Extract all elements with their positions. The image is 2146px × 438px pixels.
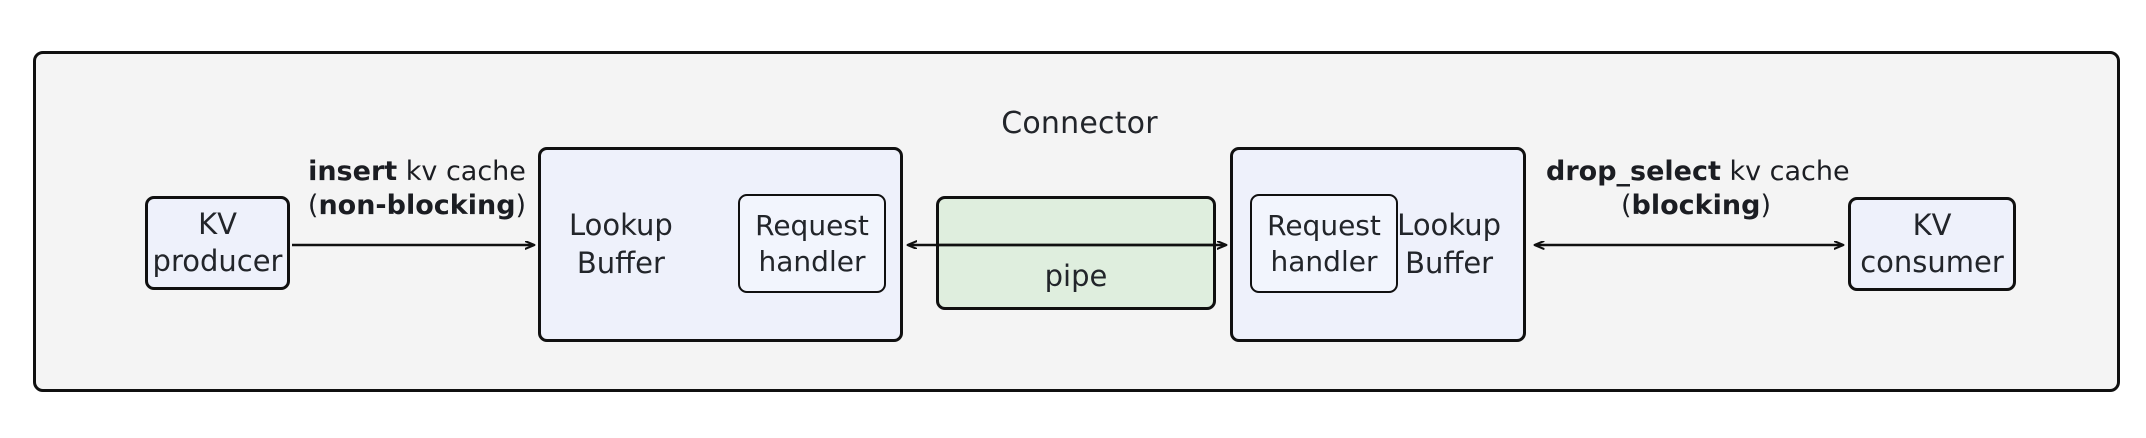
edge-label-drop-select-paren-open: ( [1621,190,1632,222]
edge-label-drop-select-line2: (blocking) [1546,189,1846,223]
edge-label-drop-select-rest: kv cache [1720,156,1850,187]
edge-label-insert-rest: kv cache [397,156,526,187]
edge-label-insert-paren-open: ( [307,190,319,222]
lookup-buffer-left-line2: Buffer [576,245,665,280]
edge-label-drop-select-keyword: drop_select [1546,156,1721,187]
edge-label-drop-select-mode: blocking [1631,190,1761,222]
request-handler-right-line2: handler [1270,244,1378,278]
kv-producer-line2: producer [152,244,283,278]
kv-consumer-line1: KV [1912,207,1952,242]
edge-label-insert-line2: (non-blocking) [297,189,537,223]
kv-consumer-line2: consumer [1860,245,2004,279]
edge-label-drop-select-line1: drop_select kv cache [1546,155,1850,189]
edge-label-insert-keyword: insert [308,156,398,187]
edge-label-drop-select: drop_select kv cache (blocking) [1546,155,1850,223]
edge-label-insert-paren-close: ) [515,190,527,222]
request-handler-left-line2: handler [758,244,866,278]
node-pipe[interactable]: pipe [936,196,1216,310]
lookup-buffer-left-line1: Lookup [569,208,673,243]
edge-label-insert-line1: insert kv cache [297,155,537,189]
node-kv-consumer[interactable]: KV consumer [1848,197,2016,291]
edge-label-insert: insert kv cache (non-blocking) [297,155,537,223]
lookup-buffer-right-line1: Lookup [1397,208,1501,243]
lookup-buffer-right-label: Lookup Buffer [1397,207,1501,281]
lookup-buffer-left-label: Lookup Buffer [569,207,673,281]
node-kv-producer[interactable]: KV producer [145,196,290,290]
lookup-buffer-right-line2: Buffer [1405,245,1494,280]
kv-producer-line1: KV [198,206,237,241]
node-request-handler-left[interactable]: Request handler [738,194,886,293]
connector-title: Connector [1001,106,1158,141]
request-handler-left-line1: Request [755,208,869,242]
edge-label-drop-select-paren-close: ) [1760,190,1771,222]
edge-label-insert-mode: non-blocking [318,190,516,222]
pipe-label: pipe [1044,258,1108,293]
request-handler-right-line1: Request [1267,208,1381,242]
node-request-handler-right[interactable]: Request handler [1250,194,1398,293]
